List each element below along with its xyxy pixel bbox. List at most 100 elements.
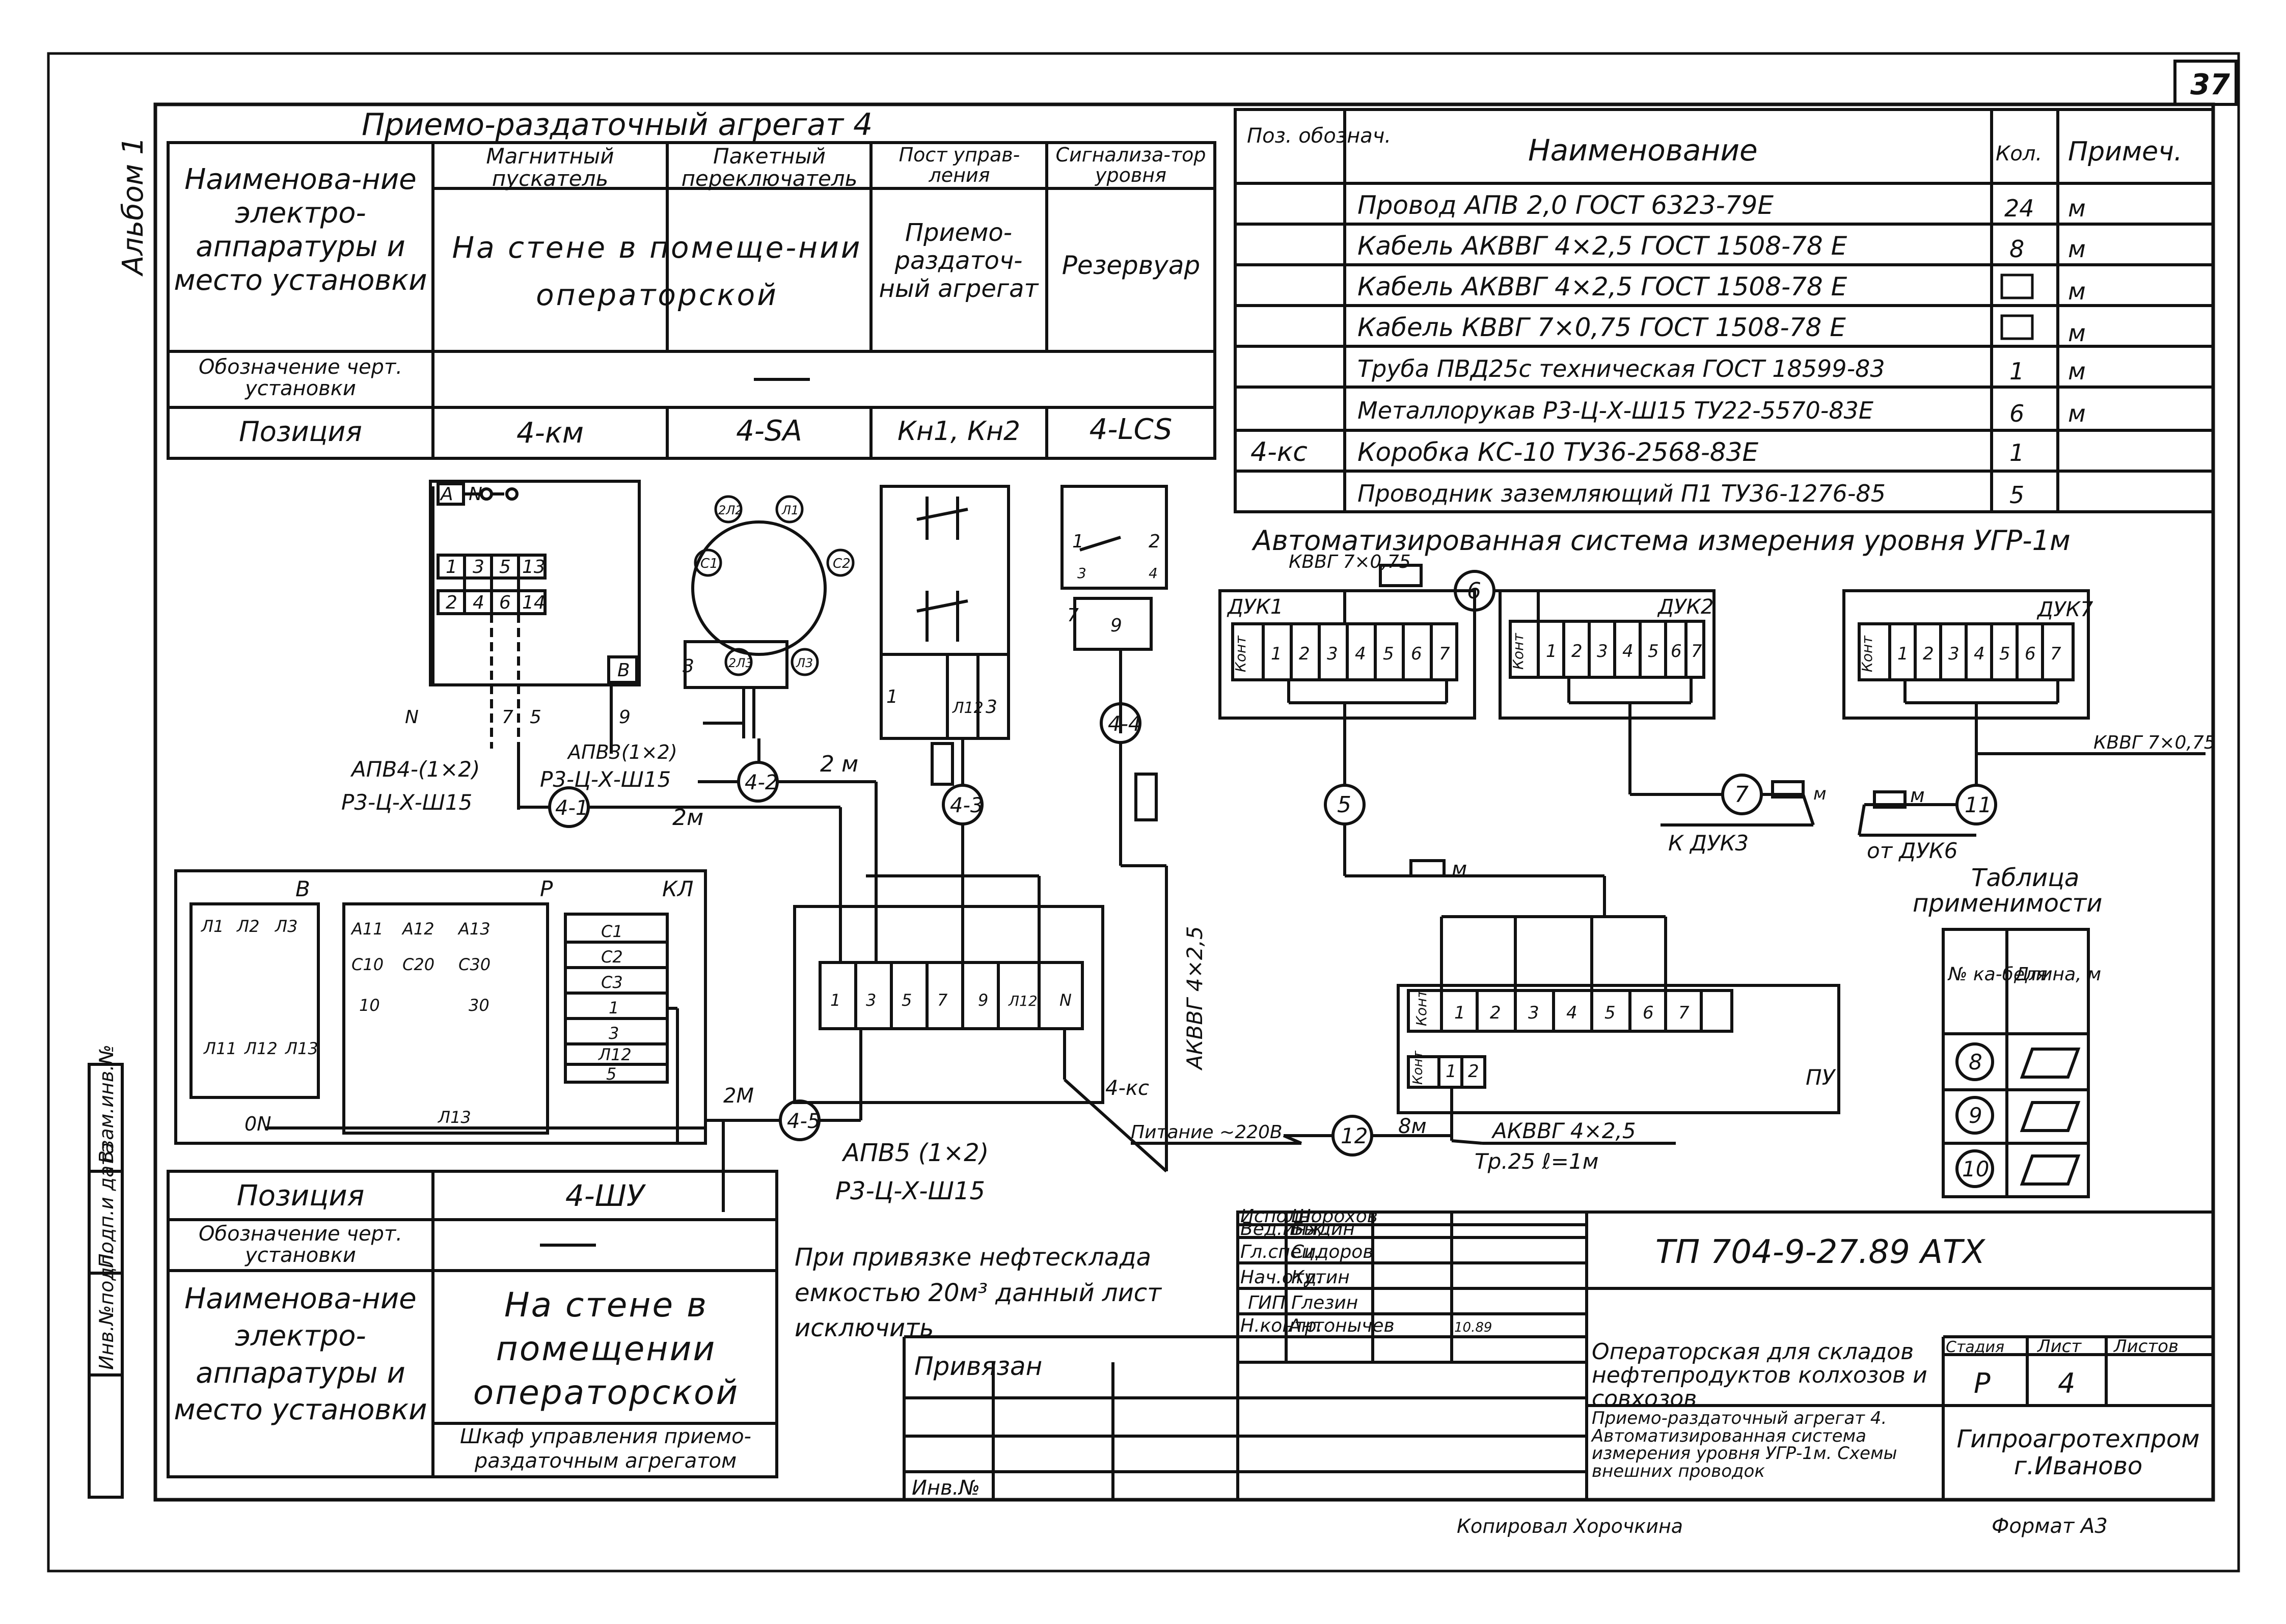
name-1: Шорохов	[1291, 1206, 1378, 1227]
appl-row-2: 9	[1969, 1103, 1982, 1128]
duk7-t4: 4	[1974, 644, 1985, 664]
duk1-t6: 6	[1411, 644, 1422, 664]
name-2: Быдин	[1291, 1219, 1355, 1240]
kc-tn: N	[1059, 990, 1072, 1010]
kont-duk2: Конт	[1510, 633, 1527, 670]
r3-c-label: Р3-Ц-Х-Ш15	[835, 1177, 985, 1205]
top-position-header: Позиция	[239, 416, 362, 448]
pu-t3: 3	[1528, 1003, 1539, 1023]
kont-pu2: Конт	[1410, 1051, 1426, 1085]
spec-row-3-name: Кабель АКВВГ 4×2,5 ГОСТ 1508-78 Е	[1357, 272, 1847, 301]
spec-row-4-note: м	[2068, 319, 2086, 347]
contactor-a: A	[440, 484, 453, 505]
connector-4-2: 4-2	[745, 771, 778, 794]
sw-l1: Л1	[781, 503, 799, 517]
album-label: Альбом 1	[117, 136, 150, 277]
top-drawing-header: Обозначение черт. установки	[199, 355, 402, 400]
object-title: Операторская для складов нефтепродуктов …	[1592, 1339, 1927, 1412]
kc-t7: 7	[937, 990, 948, 1010]
sheet-number: 37	[2190, 68, 2230, 101]
rt-30: 30	[469, 996, 489, 1015]
position-kn: Кн1, Кн2	[897, 416, 1021, 447]
spec-row-1-qty: 24	[2004, 195, 2034, 222]
role-3: Гл.спец.	[1240, 1242, 1320, 1262]
cable-5: 5	[1337, 792, 1351, 818]
pu-cable-length: 8м	[1398, 1115, 1427, 1138]
spec-pos-header: Поз. обознач.	[1247, 124, 1391, 148]
side-stamp-2: Подп.и дата	[95, 1142, 118, 1268]
kl-c3: С3	[601, 973, 623, 992]
contactor-b: B	[617, 660, 630, 681]
spec-row-1-name: Провод АПВ 2,0 ГОСТ 6323-79Е	[1357, 190, 1774, 220]
rt-c10: С10	[351, 955, 384, 974]
spec-row-4-name: Кабель КВВГ 7×0,75 ГОСТ 1508-78 Е	[1357, 313, 1846, 342]
kvvg-right-label: КВВГ 7×0,75	[2093, 732, 2216, 753]
sheet-value: 4	[2058, 1367, 2075, 1399]
pt-l3: Л3	[275, 917, 297, 936]
spec-row-1-note: м	[2068, 195, 2086, 222]
stage-value: Р	[1974, 1367, 1991, 1399]
rt-10: 10	[359, 996, 380, 1015]
organization: Гипроагротехпром г.Иваново	[1956, 1425, 2200, 1480]
rt-a11: А11	[350, 919, 384, 939]
kont-pu: Конт	[1413, 989, 1430, 1026]
sw-c1: С1	[700, 556, 718, 571]
lvl-w1: 1	[1072, 531, 1084, 552]
r3-b-label: Р3-Ц-Х-Ш15	[540, 767, 671, 792]
kont-duk7: Конт	[1859, 636, 1875, 672]
kc-t9: 9	[978, 990, 988, 1010]
position-sa: 4-SA	[736, 415, 802, 448]
power-label: Питание ~220В	[1131, 1122, 1283, 1143]
rt-a13: А13	[457, 919, 491, 939]
bottom-name-header: Наименова-ние электро-аппаратуры и место…	[174, 1282, 427, 1427]
pt-l2: Л2	[236, 917, 259, 936]
name-3: Сидоров	[1291, 1242, 1374, 1262]
apv3-label: АПВ3(1×2)	[566, 741, 677, 763]
sw-c2: С2	[833, 556, 851, 571]
lvl-w9: 9	[1110, 615, 1122, 636]
applicability-h1: № ка-беля	[1947, 964, 2048, 985]
akvvg-vertical: АКВВГ 4×2,5	[1182, 926, 1207, 1071]
cable-7: 7	[1734, 782, 1749, 808]
duk7-t6: 6	[2025, 644, 2036, 664]
kc-t1: 1	[830, 990, 840, 1010]
on-label: 0N	[244, 1113, 271, 1135]
duk1-label: ДУК1	[1227, 595, 1283, 619]
stage-h1: Стадия	[1946, 1338, 2004, 1356]
spec-row-2-note: м	[2068, 235, 2086, 263]
contactor-n: N	[469, 484, 482, 505]
post-w3: 3	[986, 697, 997, 718]
r3-a-label: Р3-Ц-Х-Ш15	[341, 790, 472, 815]
kvvg-top-label: КВВГ 7×0,75	[1289, 552, 1411, 572]
from-duk6: от ДУК6	[1867, 838, 1957, 863]
location-unit: Приемо-раздаточ-ный агрегат	[879, 218, 1039, 304]
len-2m-a: 2 м	[820, 751, 858, 777]
duk2-t3: 3	[1597, 641, 1608, 662]
sw-2l2: 2Л2	[718, 503, 743, 517]
kc-t3: 3	[866, 990, 876, 1010]
appl-row-3: 10	[1962, 1157, 1989, 1181]
spec-row-3-note: м	[2068, 278, 2086, 305]
spec-row-2-qty: 8	[2009, 235, 2024, 263]
duk7-t2: 2	[1923, 644, 1934, 664]
auto-system-title: Автоматизированная система измерения уро…	[1251, 525, 2071, 557]
contactor-t14: 14	[522, 592, 546, 613]
lvl-w3: 3	[1077, 565, 1086, 582]
kl-l12: Л12	[598, 1045, 632, 1064]
stage-h3: Листов	[2113, 1336, 2179, 1357]
role-2: Вед.инж.	[1240, 1219, 1329, 1240]
spec-row-8-name: Проводник заземляющий П1 ТУ36-1276-85	[1357, 480, 1886, 507]
wire-3: 3	[683, 656, 694, 677]
role-1: Исполн.	[1240, 1206, 1317, 1227]
pu-t7: 7	[1678, 1003, 1690, 1023]
contactor-t3: 3	[473, 557, 484, 577]
duk7-label: ДУК7	[2036, 598, 2093, 621]
duk1-t5: 5	[1383, 644, 1394, 664]
spec-row-5-note: м	[2068, 357, 2086, 385]
kl-c1: С1	[601, 922, 623, 941]
pt-l13: Л13	[285, 1039, 318, 1058]
name-5: Глезин	[1291, 1292, 1358, 1313]
m-unit-5: м	[1452, 858, 1467, 881]
panel-p: Р	[540, 876, 553, 901]
pu-t5: 5	[1604, 1003, 1616, 1023]
